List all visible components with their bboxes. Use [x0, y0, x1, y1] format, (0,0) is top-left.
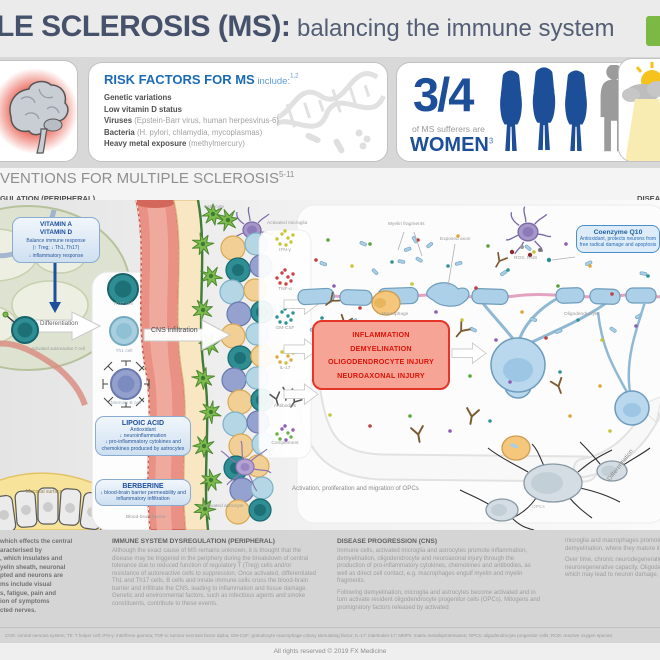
th17-cell: [107, 273, 139, 305]
bacteria-icon: [305, 129, 371, 154]
dysregulation-column: IMMUNE SYSTEM DYSREGULATION (PERIPHERAL)…: [112, 538, 317, 607]
macrophage-cells: [371, 290, 531, 461]
risk-item: Heavy metal exposure (methylmercury): [104, 139, 245, 149]
astrocyte-label: Astrocyte: [204, 205, 224, 210]
ifn-label: IFN-γ: [279, 248, 291, 253]
title-subtitle: balancing the immune system: [290, 15, 615, 42]
dysregulation-heading: IMMUNE SYSTEM DYSREGULATION (PERIPHERAL): [112, 538, 275, 545]
oligodendrocyte-label: Oligodendrocyte: [564, 312, 599, 317]
women-statistic-box: 3/4 of MS sufferers are WOMEN3: [396, 62, 642, 162]
lipoic-acid-box: LIPOIC ACID Antioxidant ↓ neuroinflammat…: [95, 416, 191, 456]
leader-lines: [397, 231, 576, 287]
injury-alert-box: INFLAMMATION DEMYELINATION OLIGODENDROCY…: [312, 320, 450, 390]
stat-women-label: WOMEN3: [410, 134, 494, 156]
progression-continued-column: microglia and macrophages promote the mi…: [565, 538, 660, 578]
risk-item: Genetic variations: [104, 93, 172, 102]
opc-cells: [459, 441, 651, 531]
subheading-peripheral: GULATION (PERIPHERAL): [0, 194, 96, 203]
bottom-text-band: [0, 530, 660, 627]
brain-icon: [0, 68, 77, 154]
il17-label: IL-17: [279, 366, 291, 371]
cytokine-label-column: [258, 229, 312, 459]
autoreactive-t-cell-label: Activated autoreactive T cell: [31, 346, 85, 351]
fraction-stat: 3/4: [413, 68, 474, 121]
progression-heading: DISEASE PROGRESSION (CNS): [337, 538, 438, 545]
subheading-cns: DISEA: [637, 194, 660, 203]
sun-cloud-icon: [622, 62, 660, 161]
activated-astrocyte-cell: [220, 440, 272, 492]
women-silhouettes-icon: [500, 65, 628, 152]
reference-marker: 5-11: [278, 170, 295, 179]
tnf-label: TNF-α: [278, 287, 292, 292]
macrophage-label: Macrophage: [381, 312, 409, 317]
progression-column: DISEASE PROGRESSION (CNS) Immune cells, …: [337, 538, 541, 611]
section-title: VENTIONS FOR MULTIPLE SCLEROSIS5-11: [0, 170, 295, 187]
antibodies-label: Antibodies: [273, 404, 297, 409]
reference-marker: 1,2: [290, 73, 299, 80]
ros-rns-label: ROS, RNS: [514, 256, 538, 261]
berberine-box: BERBERINE ↓ blood-brain barrier permeabi…: [95, 479, 191, 507]
opcs-label: OPCs: [532, 505, 545, 510]
logo-fragment-icon: [646, 16, 660, 46]
autoreactive-t-cell: [2, 311, 39, 344]
vitamin-a-d-box: VITAMIN A VITAMIN D Balance immune respo…: [12, 217, 100, 264]
gmcsf-label: GM-CSF: [275, 326, 295, 331]
opc-band-label: Activation, proliferation and migration …: [292, 485, 419, 492]
risk-item: Low vitamin D status: [104, 104, 182, 114]
reference-marker: 3: [488, 136, 494, 146]
activated-astrocyte-label: Activated astrocyte: [203, 504, 244, 509]
mucosal-surface-label: Mucosal surface: [26, 489, 63, 495]
th1-label: Th1 cell: [115, 349, 133, 354]
section-band: VENTIONS FOR MULTIPLE SCLEROSIS5-11 GULA…: [0, 168, 660, 203]
complement-label: Complement: [271, 441, 299, 446]
sunlight-vitamin-d-box: [618, 58, 660, 162]
risk-factors-list: Genetic variations Low vitamin D status …: [104, 92, 279, 150]
stat-caption: of MS sufferers are: [412, 124, 485, 134]
vitamin-arrow: [49, 263, 61, 313]
blood-brain-barrier-label: Blood-brain barrier: [126, 515, 166, 520]
memory-b-cell: [102, 360, 150, 408]
myelin-fragments-label: Myelin fragments: [388, 222, 425, 227]
ros-dots: [509, 245, 542, 258]
page-title: LE SCLEROSIS (MS): balancing the immune …: [0, 10, 615, 44]
dna-icon: [277, 71, 386, 154]
copyright-line: All rights reserved © 2019 FX Medicine: [0, 643, 660, 660]
risk-item: Bacteria (H. pylori, chlamydia, mycoplas…: [104, 127, 263, 137]
cns-infiltration-arrow: [143, 319, 232, 351]
cytokine-dot-groups: [269, 229, 303, 442]
coenzyme-q10-box: Coenzyme Q10 Antioxidant, protects neuro…: [576, 225, 660, 253]
oligodendrocyte-cells: [490, 301, 650, 426]
th1-cell: [109, 316, 139, 346]
abbreviations-line: CNS: central nervous system; Th: T helpe…: [0, 627, 660, 643]
brain-icon-box: [0, 60, 78, 162]
mucosal-surface-illustration: [0, 472, 127, 537]
risk-item: Viruses (Epstein-Barr virus, human herpe…: [104, 116, 279, 126]
risk-factors-heading: RISK FACTORS FOR MS include:1,2: [104, 72, 299, 87]
title-main: LE SCLEROSIS (MS):: [0, 10, 291, 43]
cns-infiltration-label: CNS infiltration: [151, 327, 198, 334]
th17-label: Th17 cell: [113, 302, 133, 307]
activated-microglia-label: Activated microglia: [267, 221, 308, 226]
exposed-axon-label: Exposed axon: [440, 237, 471, 242]
header: LE SCLEROSIS (MS): balancing the immune …: [0, 0, 660, 57]
intro-column: which effects the central aracterised by…: [0, 538, 73, 614]
risk-factors-box: RISK FACTORS FOR MS include:1,2 Genetic …: [88, 62, 388, 162]
memory-b-label: Memory B cell: [110, 401, 142, 406]
differentiation-left-label: Differentiation: [40, 320, 79, 327]
